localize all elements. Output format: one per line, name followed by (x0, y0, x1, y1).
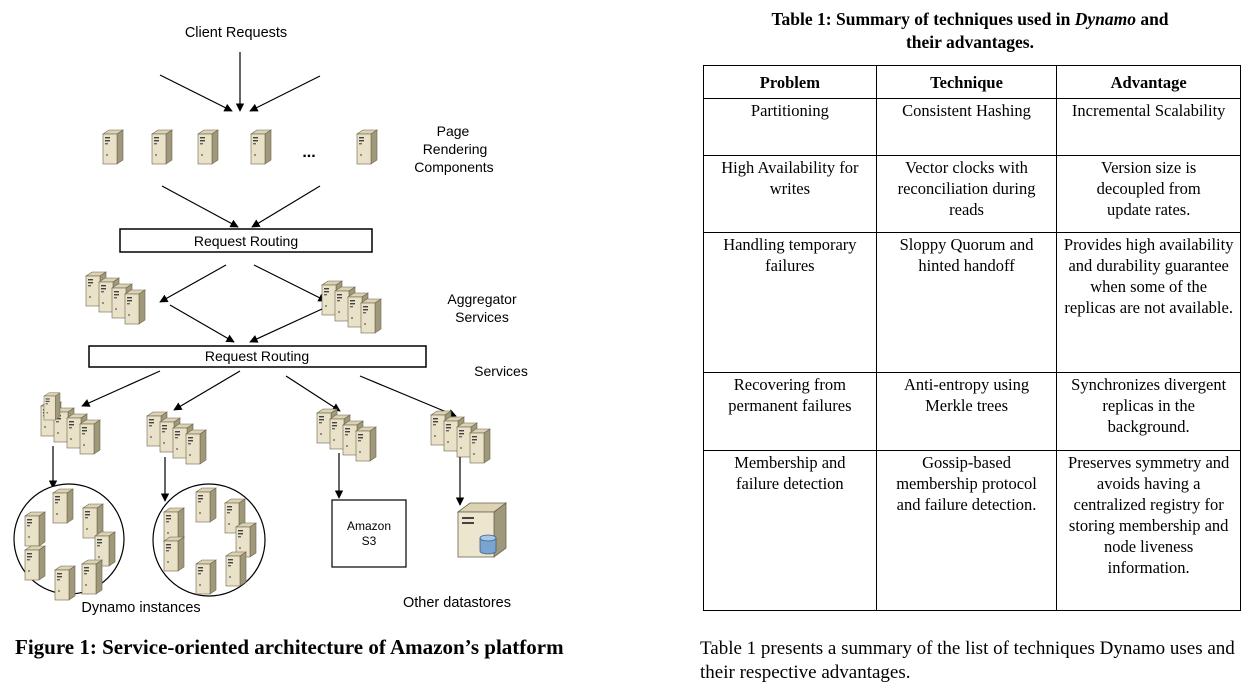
page-rendering-label: Page (437, 123, 470, 139)
table-title: Table 1: Summary of techniques used in D… (700, 8, 1240, 54)
arrow (159, 264, 227, 303)
request-routing-label: Request Routing (205, 348, 309, 364)
amazon-s3-label: Amazon (347, 519, 391, 533)
table-cell: Incremental Scalability (1056, 98, 1241, 156)
arrow (249, 75, 321, 112)
server-cluster-icon (322, 281, 381, 333)
client-requests-label: Client Requests (185, 25, 287, 41)
table-title-emphasis: Dynamo (1074, 9, 1136, 29)
other-datastores-label: Other datastores (403, 595, 511, 611)
request-routing-label: Request Routing (194, 233, 298, 249)
arrow (249, 308, 323, 343)
table-row: Handling temporary failures Sloppy Quoru… (703, 232, 1241, 373)
table-row: Recovering from permanent failures Anti-… (703, 372, 1241, 451)
server-icon (197, 129, 219, 165)
table-cell: Sloppy Quorum and hinted handoff (875, 232, 1058, 373)
table-cell: Version size is decoupled from update ra… (1056, 155, 1241, 233)
table-cell: Preserves symmetry and avoids having a c… (1056, 450, 1241, 611)
server-cluster-icon (86, 272, 145, 324)
arrow (81, 370, 161, 407)
aggregator-label: Services (455, 309, 509, 325)
arrow (161, 185, 239, 228)
aggregator-label: Aggregator (447, 291, 517, 307)
table-row: High Availability for writes Vector cloc… (703, 155, 1241, 233)
server-icon (151, 129, 173, 165)
page-rendering-label: Rendering (423, 141, 488, 157)
table-title-text: and (1135, 9, 1169, 29)
figure-caption: Figure 1: Service-oriented architecture … (15, 635, 564, 659)
table-cell: Handling temporary failures (703, 232, 877, 373)
server-icon (43, 392, 61, 421)
server-cluster-icon (147, 412, 206, 464)
column-header: Technique (875, 65, 1058, 99)
arrow (173, 370, 241, 411)
table-title-text: Table 1: Summary of techniques used in (771, 9, 1075, 29)
table-cell: Vector clocks with reconciliation during… (875, 155, 1058, 233)
column-header: Problem (703, 65, 877, 99)
arrow (359, 375, 457, 417)
table-cell: Provides high availability and durabilit… (1056, 232, 1241, 373)
amazon-s3-label: S3 (362, 534, 377, 548)
table-title-text: their advantages. (905, 32, 1034, 52)
arrow (169, 304, 235, 343)
techniques-table: Problem Technique Advantage Partitioning… (703, 65, 1241, 611)
architecture-diagram: Client Requests ... Page Rendering Compo… (13, 25, 528, 616)
table-cell: Anti-entropy using Merkle trees (875, 372, 1058, 451)
server-cluster-icon (317, 409, 376, 461)
dynamo-instances-label: Dynamo instances (81, 600, 200, 616)
amazon-s3-box (331, 499, 407, 568)
architecture-figure: Client Requests ... Page Rendering Compo… (0, 0, 640, 630)
table-cell: Partitioning (703, 98, 877, 156)
column-header: Advantage (1056, 65, 1241, 99)
request-routing-box (88, 345, 427, 368)
page-rendering-label: Components (414, 159, 493, 175)
table-cell: Synchronizes divergent replicas in the b… (1056, 372, 1241, 451)
server-icon (250, 129, 272, 165)
server-icon (102, 129, 124, 165)
table-cell: Gossip-based membership protocol and fai… (875, 450, 1058, 611)
table-header-row: Problem Technique Advantage (703, 65, 1241, 99)
server-icon (356, 129, 378, 165)
table-row: Membership and failure detection Gossip-… (703, 450, 1241, 611)
arrow (159, 74, 233, 112)
server-cluster-icon (431, 411, 490, 463)
arrow (285, 375, 341, 412)
table-cell: Recovering from permanent failures (703, 372, 877, 451)
table-cell: High Availability for writes (703, 155, 877, 233)
table-cell: Membership and failure detection (703, 450, 877, 611)
arrow (253, 264, 327, 302)
table-cell: Consistent Hashing (875, 98, 1058, 156)
ellipsis-label: ... (302, 144, 315, 161)
services-label: Services (474, 363, 528, 379)
arrow (251, 185, 321, 228)
request-routing-box (119, 228, 373, 253)
body-paragraph: Table 1 presents a summary of the list o… (700, 638, 1235, 683)
table-row: Partitioning Consistent Hashing Incremen… (703, 98, 1241, 156)
database-server-icon (456, 502, 508, 558)
